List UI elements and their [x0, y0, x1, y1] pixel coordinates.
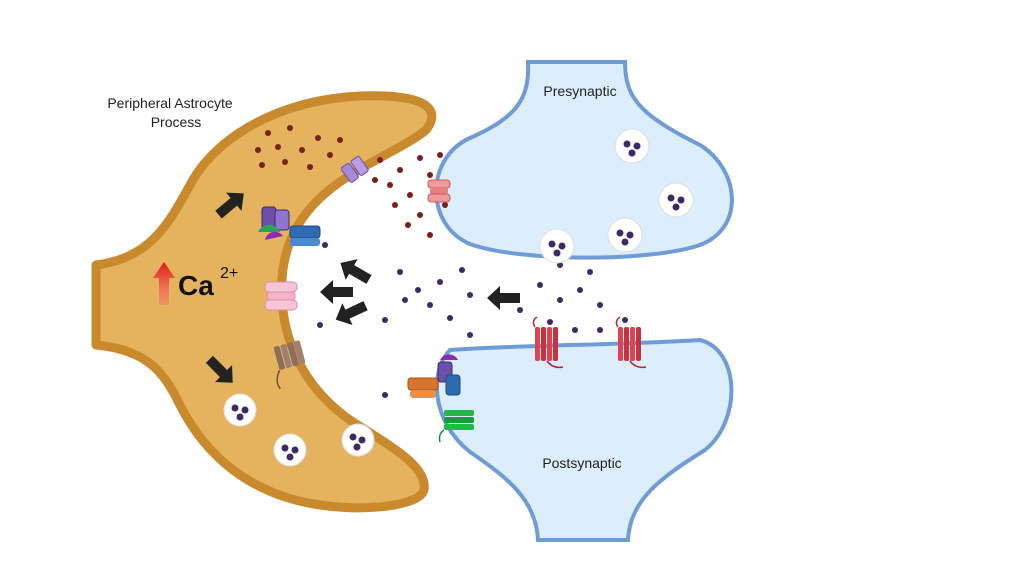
postsynaptic-terminal: [434, 337, 734, 542]
neurotransmitter-dots: [317, 242, 628, 398]
vesicle-icon: [341, 423, 375, 457]
vesicle-icon: [614, 128, 650, 164]
astrocyte-vesicles: [223, 393, 375, 467]
up-arrow-icon: [153, 262, 175, 305]
presynaptic-label: Presynaptic: [543, 83, 616, 99]
arrow-presyn-left-icon: [487, 286, 520, 310]
gliotransmitter-dots-released: [372, 152, 448, 238]
calcium-indicator: Ca 2+: [153, 262, 238, 305]
presynaptic-terminal: [434, 60, 734, 260]
receptor-icon: [273, 340, 306, 390]
arrow-to-bottom-icon: [205, 355, 233, 383]
receptor-complex-icon: [407, 354, 461, 398]
astrocyte-label-line1: Peripheral Astrocyte: [107, 95, 232, 111]
receptor-icon: [438, 410, 474, 443]
vesicle-icon: [658, 182, 694, 218]
postsynaptic-receptors: [532, 316, 647, 369]
presynaptic-transporter-icon: [427, 179, 451, 203]
calcium-charge: 2+: [220, 265, 238, 282]
channel-icon: [264, 281, 298, 311]
receptor-complex-icon: [258, 206, 321, 246]
gliotransmitter-dots-intracellular: [255, 125, 343, 170]
arrow-cleft-up-icon: [340, 259, 372, 284]
postsynaptic-label: Postsynaptic: [542, 455, 621, 471]
presynaptic-vesicles: [539, 128, 694, 264]
astrocyte-membrane-proteins: [258, 155, 369, 390]
receptor-icon: [615, 316, 647, 369]
astrocyte-label-line2: Process: [151, 114, 202, 130]
vesicle-icon: [539, 228, 575, 264]
vesicle-icon: [223, 393, 257, 427]
receptor-icon: [532, 316, 564, 369]
calcium-symbol: Ca: [178, 270, 214, 301]
vesicle-icon: [607, 217, 643, 253]
arrow-to-top-icon: [215, 192, 244, 219]
vesicle-icon: [273, 433, 307, 467]
flow-arrows: [205, 192, 520, 383]
arrow-cleft-down-icon: [335, 301, 368, 325]
arrow-cleft-left-icon: [320, 280, 353, 304]
transporter-icon: [340, 155, 369, 183]
postsynaptic-membrane-proteins: [407, 354, 474, 443]
